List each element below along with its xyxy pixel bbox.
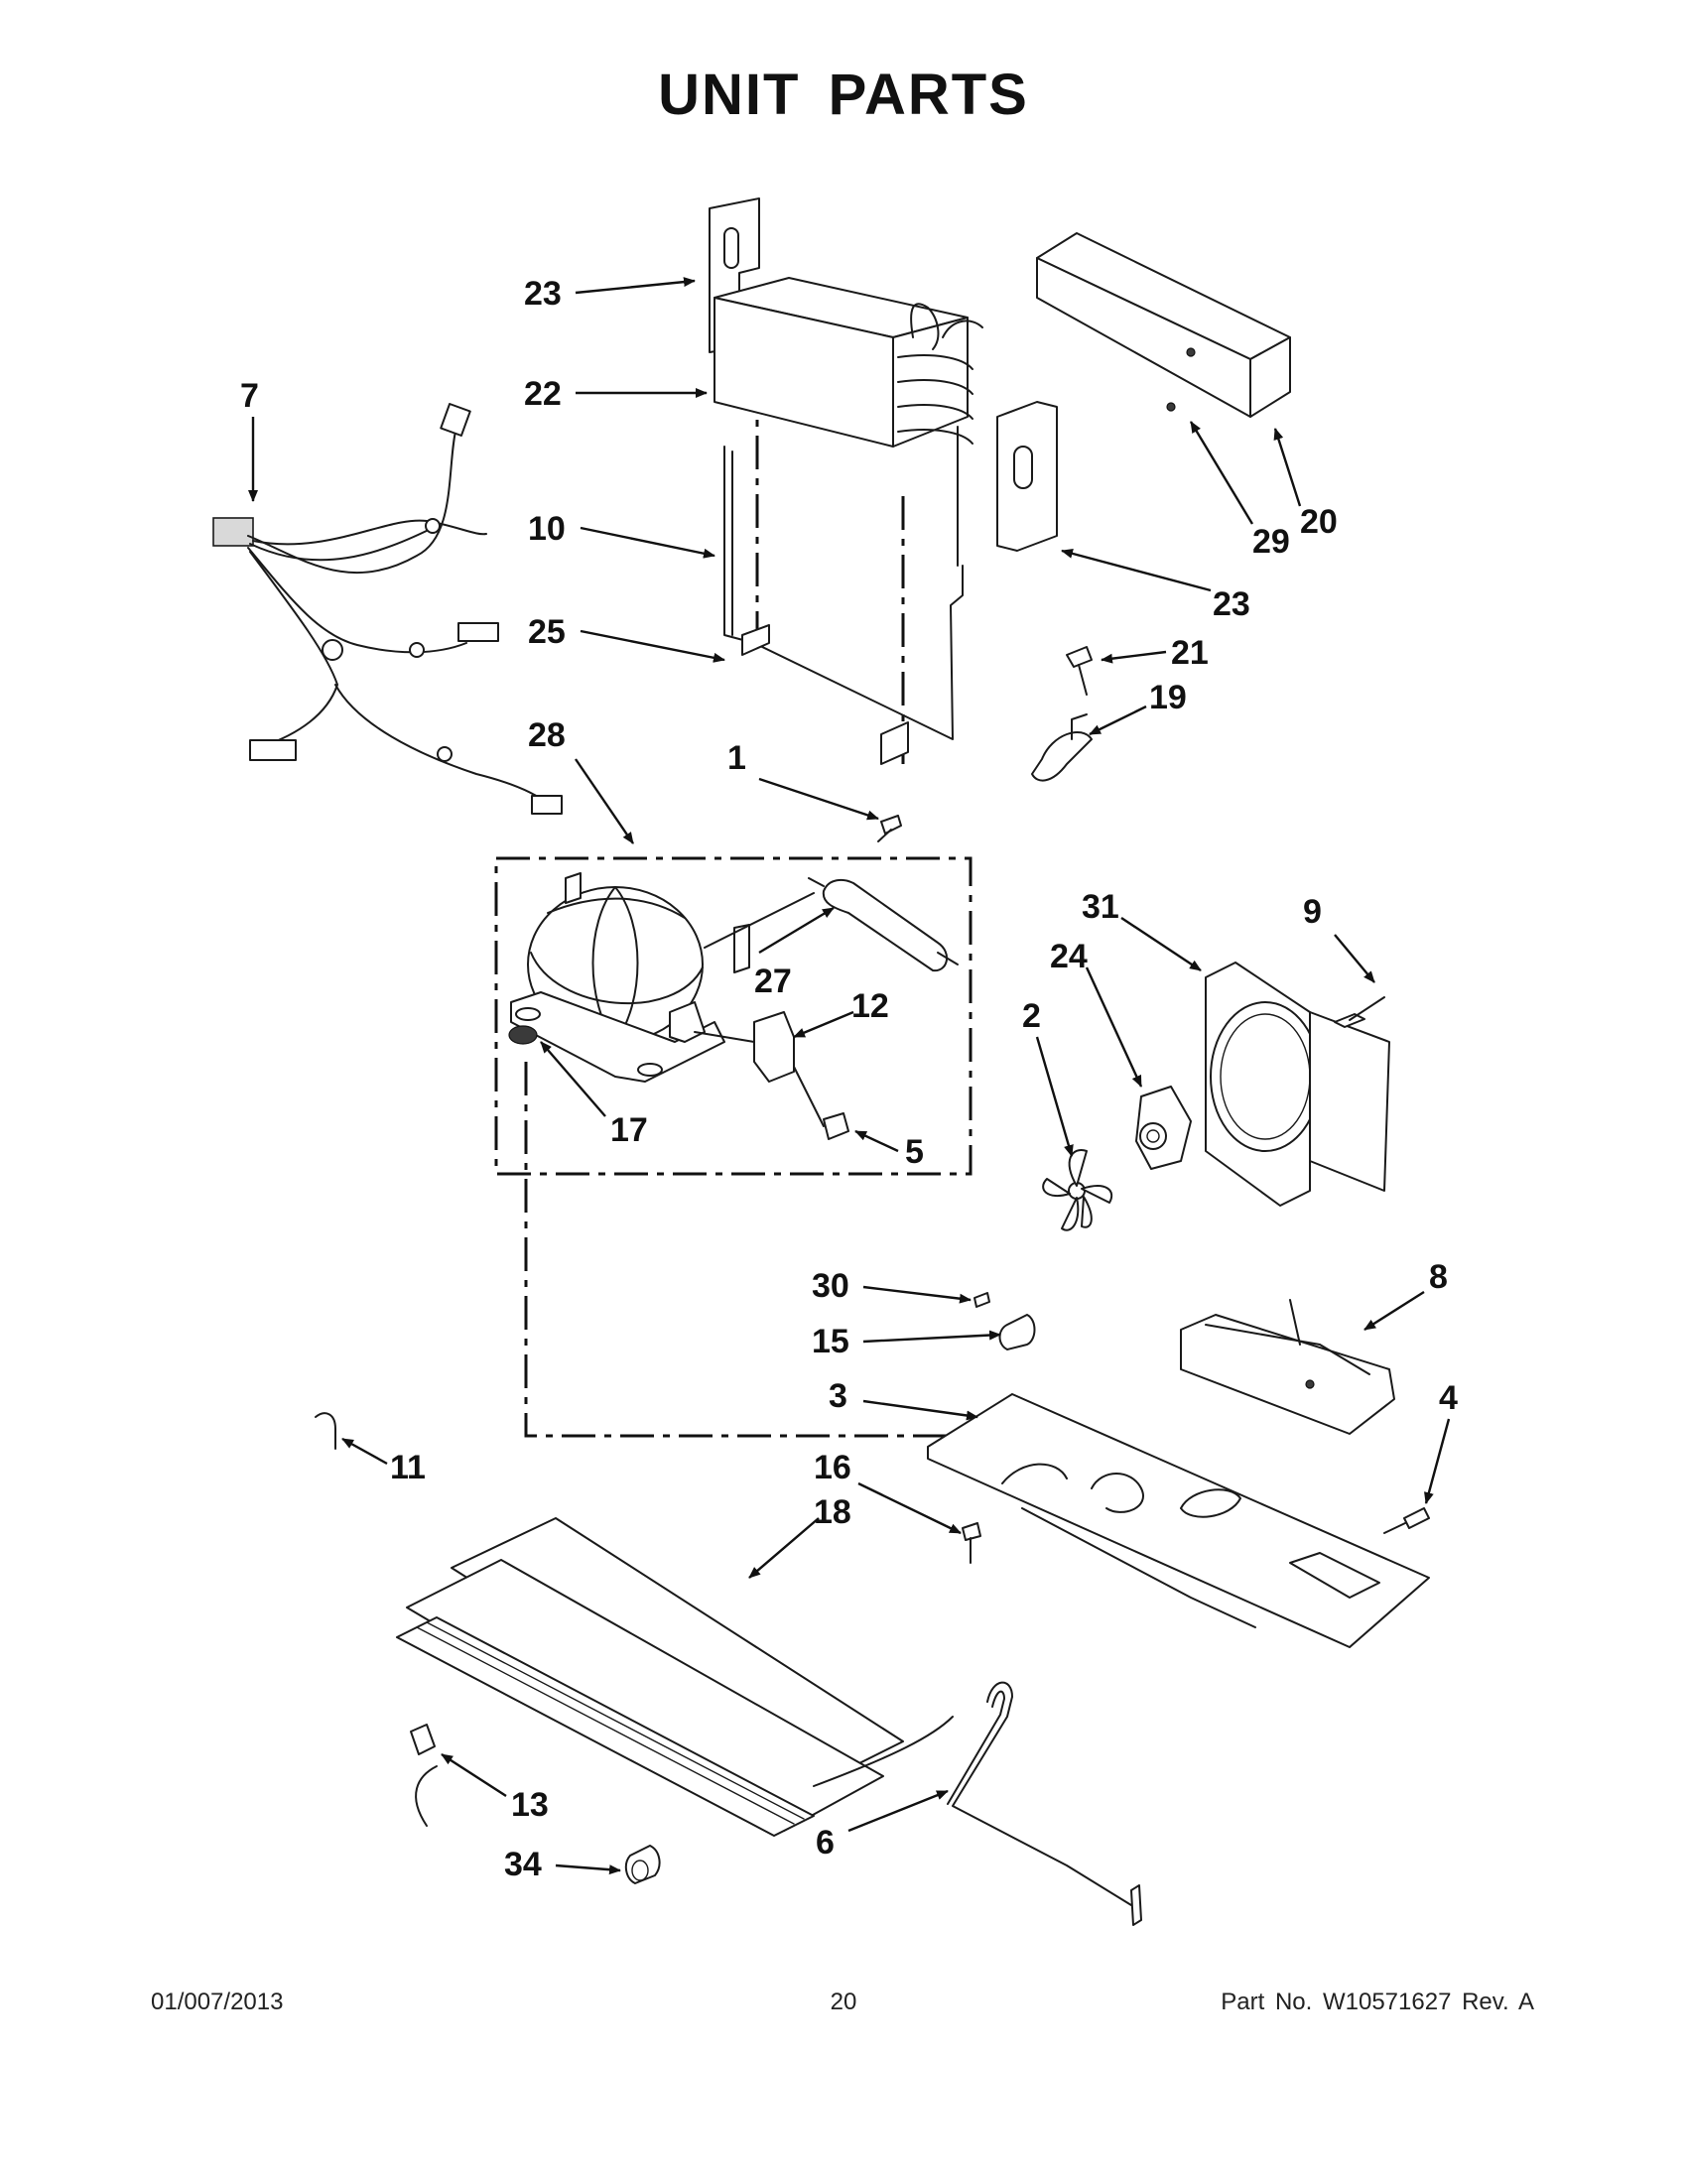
compressor-to-base-dashed-line: [524, 1062, 963, 1438]
callout-34: 34: [504, 1846, 542, 1883]
defrost-heater-part: [723, 426, 964, 765]
callout-17: 17: [610, 1111, 648, 1149]
callout-3: 3: [829, 1377, 847, 1415]
callout-8: 8: [1429, 1258, 1448, 1296]
callout-16: 16: [814, 1449, 851, 1486]
drain-tube-part: [947, 1681, 1142, 1926]
callout-29: 29: [1252, 523, 1290, 561]
fan-blade-part: [1042, 1149, 1113, 1231]
compressor-part: [510, 872, 815, 1083]
wire-harness-part: [212, 403, 563, 815]
callout-23-top: 23: [524, 275, 562, 313]
callout-leaders: [248, 277, 1451, 1875]
motor-mount-part: [1180, 1299, 1395, 1435]
page-title: UNIT PARTS: [658, 63, 1029, 127]
relay-overload-part: [508, 815, 902, 1140]
callout-27: 27: [754, 963, 792, 1000]
callout-19: 19: [1149, 679, 1187, 716]
channel-part: [1036, 232, 1291, 418]
callout-numbers: 7 23 22 10 25 28 1 23 29 20 21 19 27 12 …: [240, 275, 1458, 1883]
callout-21: 21: [1171, 634, 1209, 672]
callout-13: 13: [511, 1786, 549, 1824]
callout-24: 24: [1050, 938, 1088, 975]
callout-2: 2: [1022, 997, 1041, 1035]
callout-6: 6: [816, 1824, 835, 1862]
callout-31: 31: [1082, 888, 1119, 926]
callout-1: 1: [727, 739, 746, 777]
footer-part-number: Part No. W10571627 Rev. A: [1221, 1989, 1534, 2015]
callout-12: 12: [851, 987, 889, 1025]
filter-drier-part: [808, 877, 959, 972]
base-plate-part: [927, 1393, 1430, 1648]
small-hardware-part: [962, 1292, 1430, 1564]
callout-10: 10: [528, 510, 566, 548]
compressor-kit-dashed-box: [494, 856, 973, 1176]
evaporator-bracket-right-part: [996, 401, 1058, 552]
callout-11: 11: [390, 1449, 426, 1486]
callout-7: 7: [240, 377, 259, 415]
callout-5: 5: [905, 1133, 924, 1171]
fan-shroud-part: [1205, 962, 1390, 1207]
screw-clip-part: [1031, 646, 1093, 782]
evaporator-part: [709, 197, 983, 448]
fan-motor-part: [1135, 1086, 1192, 1170]
callout-22: 22: [524, 375, 562, 413]
callout-25: 25: [528, 613, 566, 651]
footer-date: 01/007/2013: [151, 1989, 284, 2015]
footer-page-number: 20: [830, 1989, 857, 2015]
callout-20: 20: [1300, 503, 1338, 541]
callout-30: 30: [812, 1267, 849, 1305]
condenser-part: [396, 1517, 954, 1837]
callout-9: 9: [1303, 893, 1322, 931]
callout-28: 28: [528, 716, 566, 754]
callout-4: 4: [1439, 1379, 1458, 1417]
clips-ferrule-part: [315, 1412, 661, 1884]
callout-15: 15: [812, 1323, 849, 1360]
callout-18: 18: [814, 1493, 851, 1531]
callout-23-right: 23: [1213, 585, 1250, 623]
